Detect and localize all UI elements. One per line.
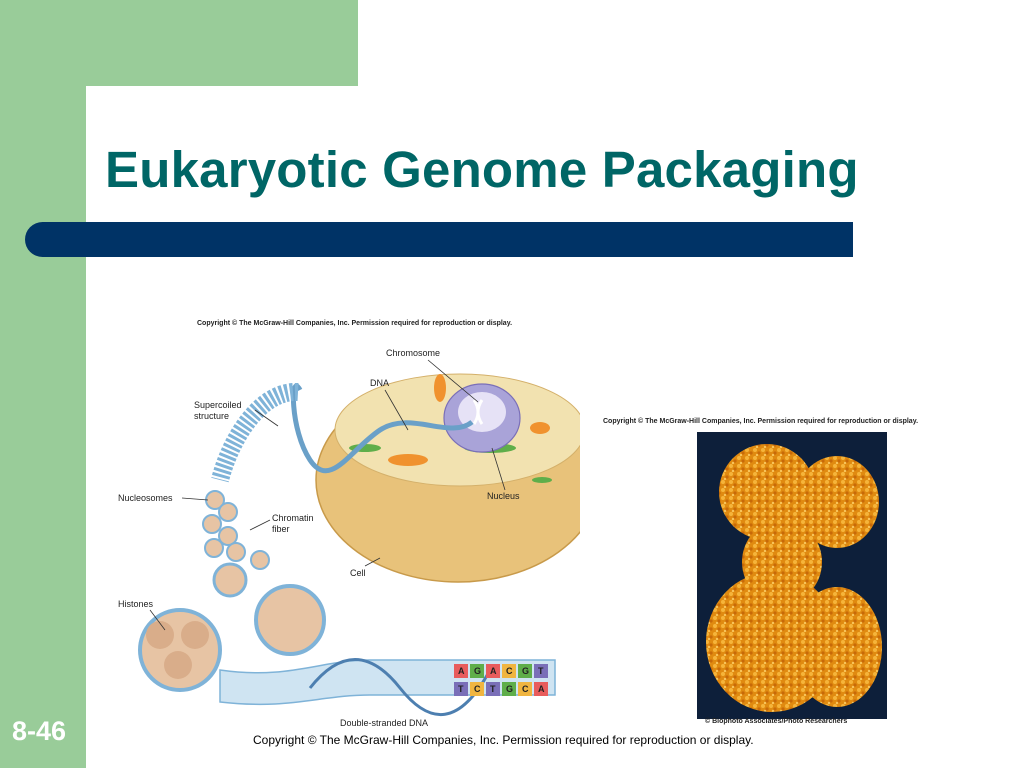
label-chromatin-1: Chromatin [272,513,314,523]
chromosome-shape [472,399,484,425]
base-letter: T [458,684,464,694]
chromatin-fiber [202,490,270,570]
organelle-orange [530,422,550,434]
label-nucleus: Nucleus [487,491,520,501]
base-letter: T [538,666,544,676]
micrograph-drawing [706,444,882,712]
figure-left-copyright: Copyright © The McGraw-Hill Companies, I… [197,320,513,327]
chromosome-micrograph [697,432,887,719]
footer-copyright: Copyright © The McGraw-Hill Companies, I… [253,733,754,747]
photo-credit: © Biophoto Associates/Photo Researchers [705,718,848,725]
label-dna: DNA [370,378,389,388]
leader-lines [149,359,506,631]
base-letter: C [522,684,529,694]
base-pair-boxes [454,664,548,696]
nucleosomes [138,562,326,692]
green-side-band [0,0,86,768]
base-letter: C [506,666,513,676]
label-chromatin-2: fiber [272,524,290,534]
organelle-green [532,477,552,483]
base-letters-top: A G A C G T [458,666,544,676]
green-top-band [0,0,358,86]
label-nucleosomes: Nucleosomes [118,493,173,503]
base-letter: C [474,684,481,694]
label-histones: Histones [118,599,154,609]
supercoiled-structure [211,383,299,483]
dna-strand [291,383,474,474]
base-letter: G [522,666,529,676]
label-chromosome: Chromosome [386,348,440,358]
organelle-orange [388,454,428,466]
label-double-stranded-dna: Double-stranded DNA [340,718,428,728]
label-supercoiled-1: Supercoiled [194,400,242,410]
double-helix [308,658,492,716]
base-letter: A [458,666,465,676]
base-letter: G [474,666,481,676]
base-letter: G [506,684,513,694]
genome-packaging-diagram: A G A C G T T C T G C A Chromosome DNA S… [118,348,580,728]
label-cell: Cell [350,568,366,578]
slide-number: 8-46 [12,716,67,746]
base-letters-bottom: T C T G C A [458,684,545,694]
base-letter: A [490,666,497,676]
title-underline-bar [25,222,853,257]
base-letter: A [538,684,545,694]
base-letter: T [490,684,496,694]
organelle-orange [434,374,446,402]
slide-title: Eukaryotic Genome Packaging [105,141,859,198]
label-supercoiled-2: structure [194,411,229,421]
figure-right-copyright: Copyright © The McGraw-Hill Companies, I… [603,418,919,425]
